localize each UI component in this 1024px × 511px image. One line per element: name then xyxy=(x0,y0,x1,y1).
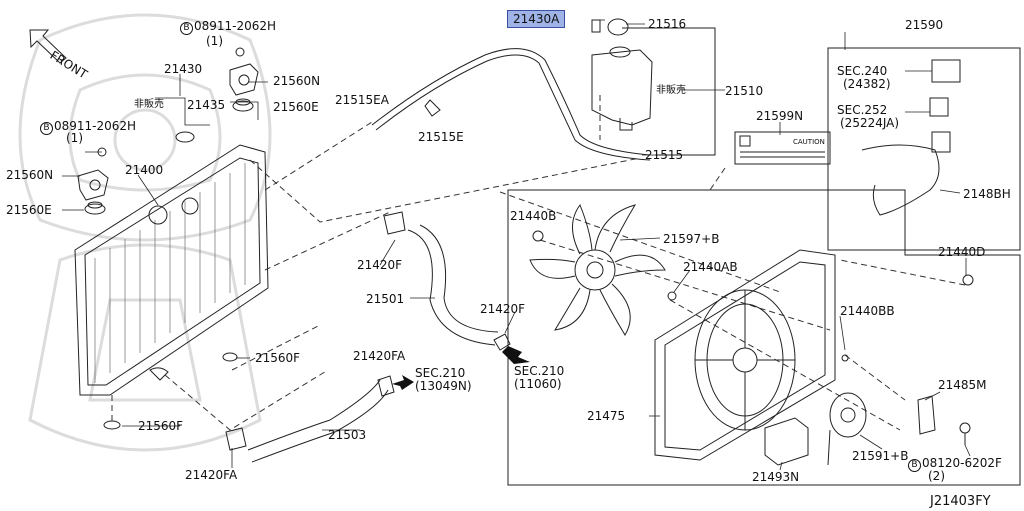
mount-21560f-a xyxy=(222,352,238,362)
label-21590: 21590 xyxy=(905,18,944,32)
label-21485m: 21485M xyxy=(938,378,987,392)
fan-shroud xyxy=(654,249,836,461)
label-sec210-a-ref: (13049N) xyxy=(415,379,472,393)
label-21420f-a: 21420F xyxy=(357,258,403,272)
front-arrow-icon xyxy=(29,29,67,64)
label-21440bb: 21440BB xyxy=(840,304,895,318)
label-08911-top-qty: (1) xyxy=(206,34,223,48)
wire-harness xyxy=(861,59,961,216)
label-08911-left-text: 08911-2062H xyxy=(54,119,137,133)
label-21560f-a: 21560F xyxy=(255,351,301,365)
label-08911-left-qty: (1) xyxy=(66,131,83,145)
control-module xyxy=(764,417,809,466)
label-21475: 21475 xyxy=(587,409,626,423)
label-21435: 21435 xyxy=(187,98,226,112)
label-21440b: 21440B xyxy=(510,209,557,223)
mount-21560f-b xyxy=(103,420,121,430)
label-sec210-a: SEC.210 xyxy=(415,366,466,380)
caution-label-text: CAUTION xyxy=(793,138,825,146)
leader-dashes xyxy=(111,95,966,431)
label-21420fa-a: 21420FA xyxy=(353,349,406,363)
label-sec210-b-ref: (11060) xyxy=(514,377,562,391)
cap-21430 xyxy=(175,131,195,143)
label-sec252-ref: (25224JA) xyxy=(840,116,900,130)
caution-label-box xyxy=(734,131,831,165)
label-08911-top-text: 08911-2062H xyxy=(194,19,277,33)
label-21501: 21501 xyxy=(366,292,405,306)
bracket-21560n-left xyxy=(77,169,109,201)
label-21560n-left: 21560N xyxy=(6,168,54,182)
label-not-for-sale-21510: 非販売 xyxy=(656,85,686,96)
label-21515ea: 21515EA xyxy=(335,93,389,107)
label-21440ab: 21440AB xyxy=(683,260,738,274)
fasteners xyxy=(532,230,974,362)
radiator xyxy=(74,144,269,396)
hose-21503 xyxy=(225,375,414,463)
watermark-emblem xyxy=(18,13,272,452)
circled-b-mark: B xyxy=(908,459,921,472)
bracket-21560n-top xyxy=(229,63,259,96)
label-21503: 21503 xyxy=(328,428,367,442)
label-08120-qty: (2) xyxy=(928,469,945,483)
label-21591b: 21591+B xyxy=(852,449,909,463)
label-sec210-b: SEC.210 xyxy=(514,364,565,378)
label-21430a-highlighted[interactable]: 21430A xyxy=(507,10,566,28)
leader-lines xyxy=(62,19,971,471)
fan-blade xyxy=(529,203,666,336)
label-sec252: SEC.252 xyxy=(837,103,888,117)
bracket-21485m xyxy=(917,395,971,445)
fan-assembly-box xyxy=(507,189,1021,486)
circled-b-mark: B xyxy=(180,22,193,35)
label-not-for-sale-21430: 非販売 xyxy=(134,99,164,110)
label-08120-text: 08120-6202F xyxy=(922,456,1002,470)
reservoir-tank xyxy=(591,18,653,131)
label-21516: 21516 xyxy=(648,17,687,31)
label-21515: 21515 xyxy=(645,148,684,162)
label-21560e-left: 21560E xyxy=(6,203,52,217)
bolt-top-icon xyxy=(235,47,245,57)
label-21560e-top: 21560E xyxy=(273,100,319,114)
label-21430: 21430 xyxy=(164,62,203,76)
mount-21560e-left xyxy=(84,201,106,215)
label-21420f-b: 21420F xyxy=(480,302,526,316)
hose-21501 xyxy=(383,211,530,364)
label-21400: 21400 xyxy=(125,163,164,177)
label-21599n: 21599N xyxy=(756,109,804,123)
label-21560n-top: 21560N xyxy=(273,74,321,88)
label-21560f-b: 21560F xyxy=(138,419,184,433)
label-2148bh: 2148BH xyxy=(963,187,1011,201)
label-21420fa-b: 21420FA xyxy=(185,468,238,482)
label-21440d: 21440D xyxy=(938,245,986,259)
mount-21560e-top xyxy=(232,98,254,112)
circled-b-mark: B xyxy=(40,122,53,135)
label-sec240: SEC.240 xyxy=(837,64,888,78)
figure-code: J21403FY xyxy=(930,494,991,509)
hose-21515 xyxy=(371,48,651,161)
label-21597b: 21597+B xyxy=(663,232,720,246)
fan-motor xyxy=(827,392,867,466)
label-21493n: 21493N xyxy=(752,470,800,484)
harness-box xyxy=(827,47,1021,251)
label-21515e: 21515E xyxy=(418,130,464,144)
label-21510: 21510 xyxy=(725,84,764,98)
label-sec240-ref: (24382) xyxy=(843,77,891,91)
